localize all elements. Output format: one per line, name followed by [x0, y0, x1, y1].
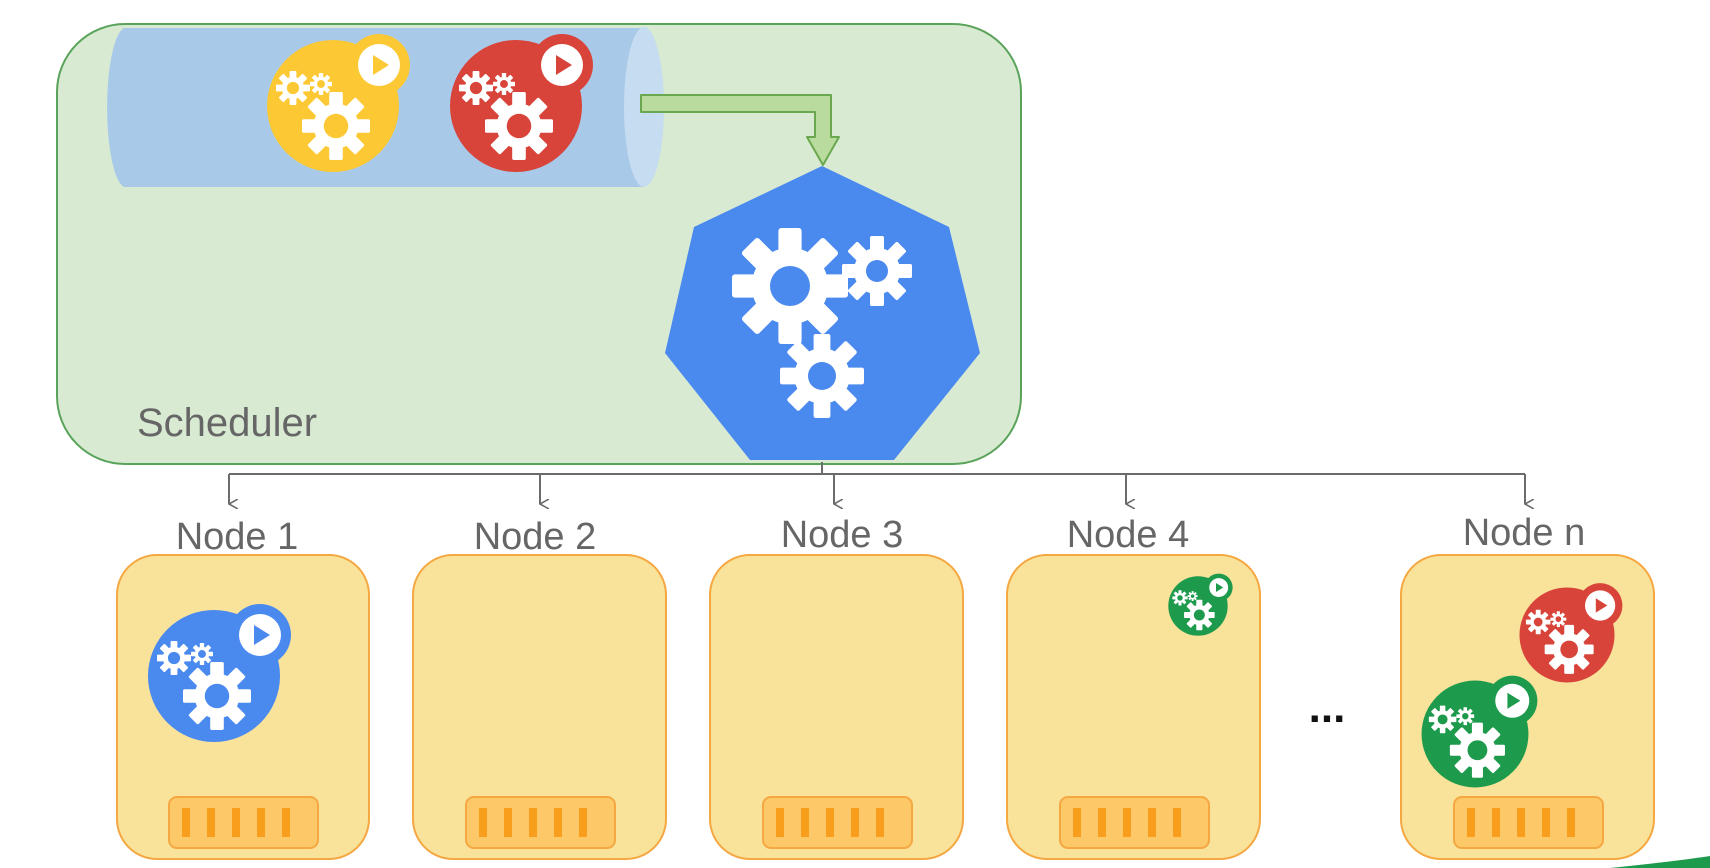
node-port: [762, 796, 913, 849]
more-nodes-ellipsis: ...: [1309, 683, 1346, 732]
play-icon: [358, 44, 400, 86]
queue-to-core-arrow: [640, 94, 840, 166]
play-icon: [239, 614, 281, 656]
gears-icon: [732, 228, 912, 418]
queue-pods: [267, 34, 593, 172]
play-icon: [1585, 590, 1616, 621]
node-label: Node 2: [474, 516, 597, 558]
pod-icon: [148, 604, 291, 742]
pod-icon: [267, 34, 410, 172]
node-1: Node 1: [116, 516, 370, 860]
node-label: Node n: [1463, 512, 1586, 554]
node-port: [168, 796, 319, 849]
play-icon: [1495, 683, 1530, 718]
node-n: Node n: [1400, 512, 1655, 860]
pod-icon: [1519, 583, 1623, 683]
scheduler-core: [665, 166, 980, 460]
node-label: Node 4: [1067, 514, 1190, 556]
node-port: [1453, 796, 1604, 849]
nodes-row: Node 1 Node 2 Node 3: [116, 512, 1655, 860]
pod-icon: [450, 34, 593, 172]
node-label: Node 1: [176, 516, 299, 558]
pod-icon: [1421, 675, 1538, 788]
pod-icon: [1168, 573, 1233, 636]
scheduler-label: Scheduler: [137, 401, 317, 445]
node-4: Node 4: [1006, 514, 1261, 860]
play-icon: [1209, 578, 1229, 597]
connector-lines: [228, 462, 1525, 504]
node-2: Node 2: [412, 516, 667, 860]
node-3: Node 3: [709, 514, 964, 860]
play-icon: [541, 44, 583, 86]
scheduler-panel: Scheduler: [56, 23, 1022, 465]
node-port: [465, 796, 616, 849]
node-port: [1059, 796, 1210, 849]
corner-accent: [1610, 856, 1710, 868]
node-label: Node 3: [781, 514, 904, 556]
